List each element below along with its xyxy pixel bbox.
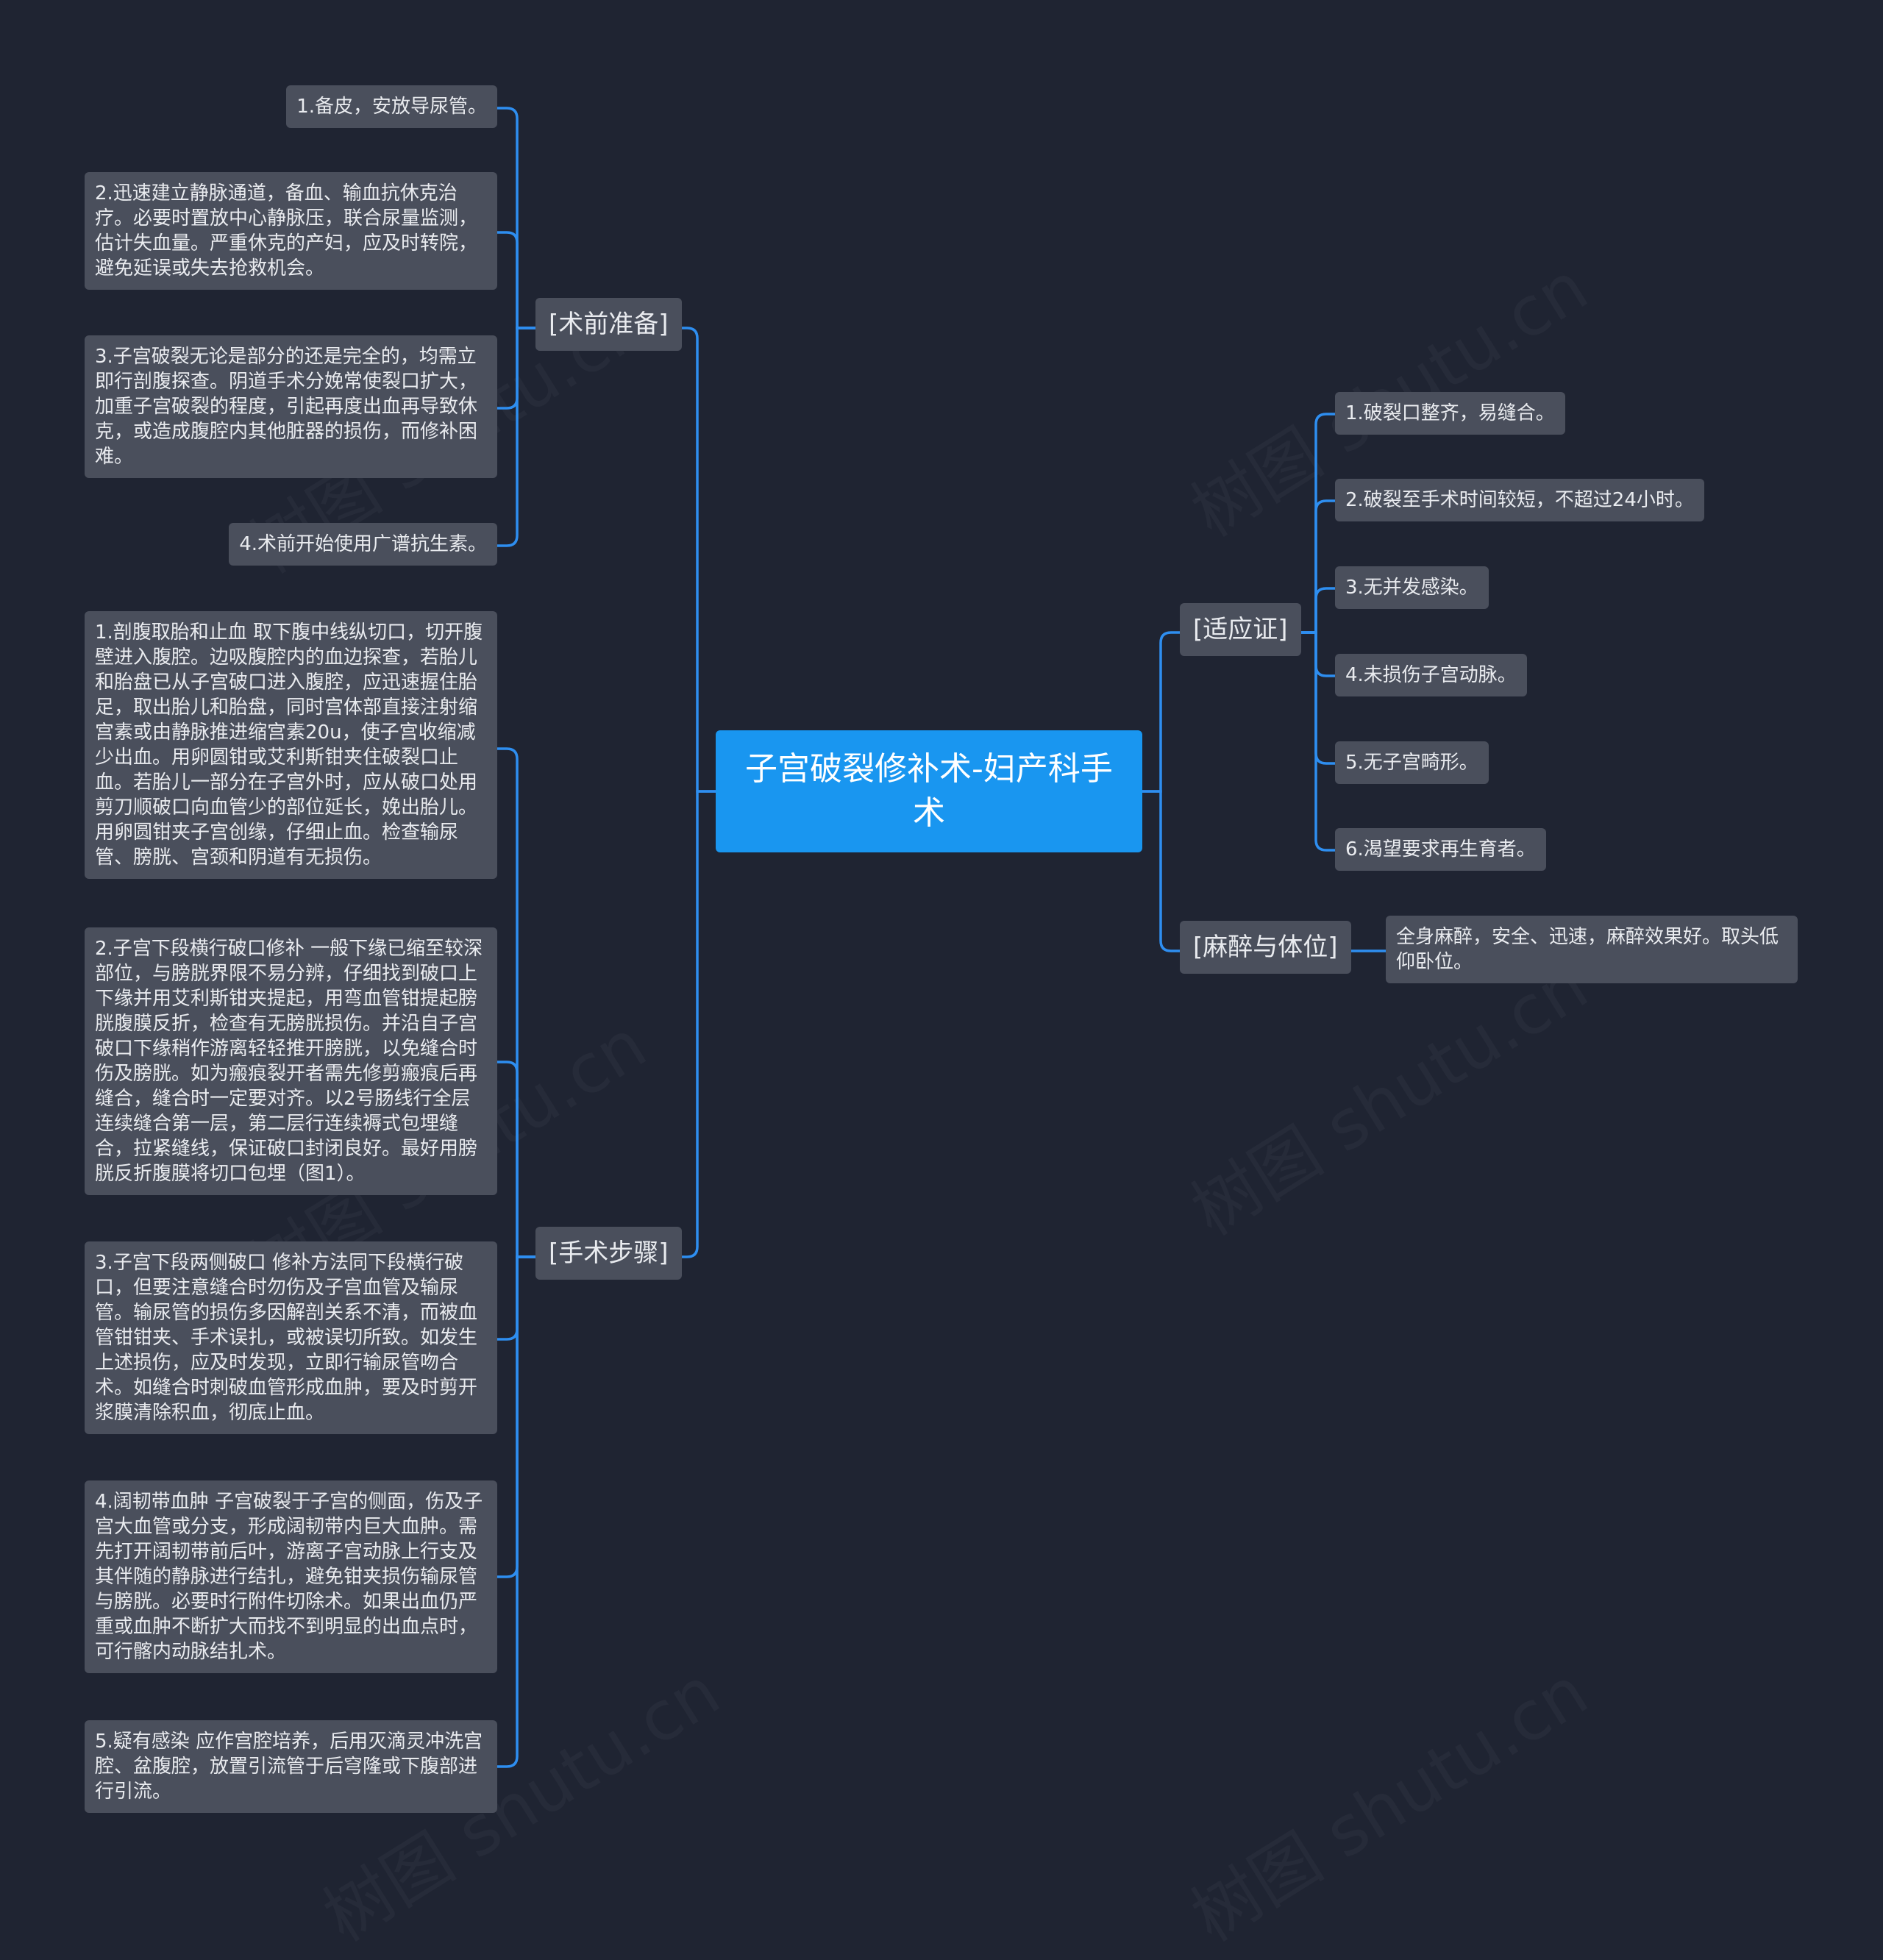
steps-item-1[interactable]: 1.剖腹取胎和止血 取下腹中线纵切口，切开腹壁进入腹腔。边吸腹腔内的血边探查，若… [85, 611, 497, 879]
steps-item-2[interactable]: 2.子宫下段横行破口修补 一般下缘已缩至较深部位，与膀胱界限不易分辨，仔细找到破… [85, 927, 497, 1195]
branch-indications[interactable]: [适应证] [1180, 603, 1301, 656]
link-ind-6 [1296, 631, 1336, 852]
preop-item-4[interactable]: 4.术前开始使用广谱抗生素。 [229, 523, 497, 566]
link-ind-3 [1296, 587, 1336, 634]
preop-item-2[interactable]: 2.迅速建立静脉通道，备血、输血抗休克治疗。必要时置放中心静脉压，联合尿量监测，… [85, 172, 497, 290]
branch-preop[interactable]: [术前准备] [535, 298, 682, 351]
link-preop-4 [496, 327, 537, 547]
link-root-anesthesia [1141, 790, 1181, 952]
indications-item-1[interactable]: 1.破裂口整齐，易缝合。 [1335, 392, 1565, 435]
connector-lines [496, 107, 1387, 1768]
indications-item-4[interactable]: 4.未损伤子宫动脉。 [1335, 654, 1527, 696]
link-ind-1 [1296, 413, 1336, 634]
indications-item-5[interactable]: 5.无子宫畸形。 [1335, 741, 1489, 784]
mind-map-canvas: 树图 shutu.cn 树图 shutu.cn 树图 shutu.cn 树图 s… [85, 85, 1798, 1813]
root-topic[interactable]: 子宫破裂修补术-妇产科手术 [716, 730, 1142, 852]
steps-item-4[interactable]: 4.阔韧带血肿 子宫破裂于子宫的侧面，伤及子宫大血管或分支，形成阔韧带内巨大血肿… [85, 1480, 497, 1673]
branch-anesthesia[interactable]: [麻醉与体位] [1180, 921, 1351, 974]
link-preop-2 [496, 231, 537, 329]
link-root-indications [1141, 631, 1181, 793]
preop-item-1[interactable]: 1.备皮，安放导尿管。 [286, 85, 497, 128]
indications-item-2[interactable]: 2.破裂至手术时间较短，不超过24小时。 [1335, 479, 1704, 521]
anesthesia-item-1[interactable]: 全身麻醉，安全、迅速，麻醉效果好。取头低仰卧位。 [1386, 916, 1798, 983]
link-ind-2 [1296, 499, 1336, 634]
link-steps-2 [496, 1061, 537, 1258]
branch-steps[interactable]: [手术步骤] [535, 1227, 682, 1280]
link-preop-1 [496, 107, 537, 329]
link-root-preop [677, 327, 717, 793]
link-steps-5 [496, 1255, 537, 1768]
indications-item-3[interactable]: 3.无并发感染。 [1335, 566, 1489, 609]
steps-item-3[interactable]: 3.子宫下段两侧破口 修补方法同下段横行破口，但要注意缝合时勿伤及子宫血管及输尿… [85, 1241, 497, 1434]
preop-item-3[interactable]: 3.子宫破裂无论是部分的还是完全的，均需立即行剖腹探查。阴道手术分娩常使裂口扩大… [85, 335, 497, 478]
indications-item-6[interactable]: 6.渴望要求再生育者。 [1335, 828, 1546, 871]
link-steps-1 [496, 747, 537, 1258]
link-root-steps [677, 790, 717, 1258]
steps-item-5[interactable]: 5.疑有感染 应作宫腔培养，后用灭滴灵冲洗宫腔、盆腹腔，放置引流管于后穹隆或下腹… [85, 1720, 497, 1813]
